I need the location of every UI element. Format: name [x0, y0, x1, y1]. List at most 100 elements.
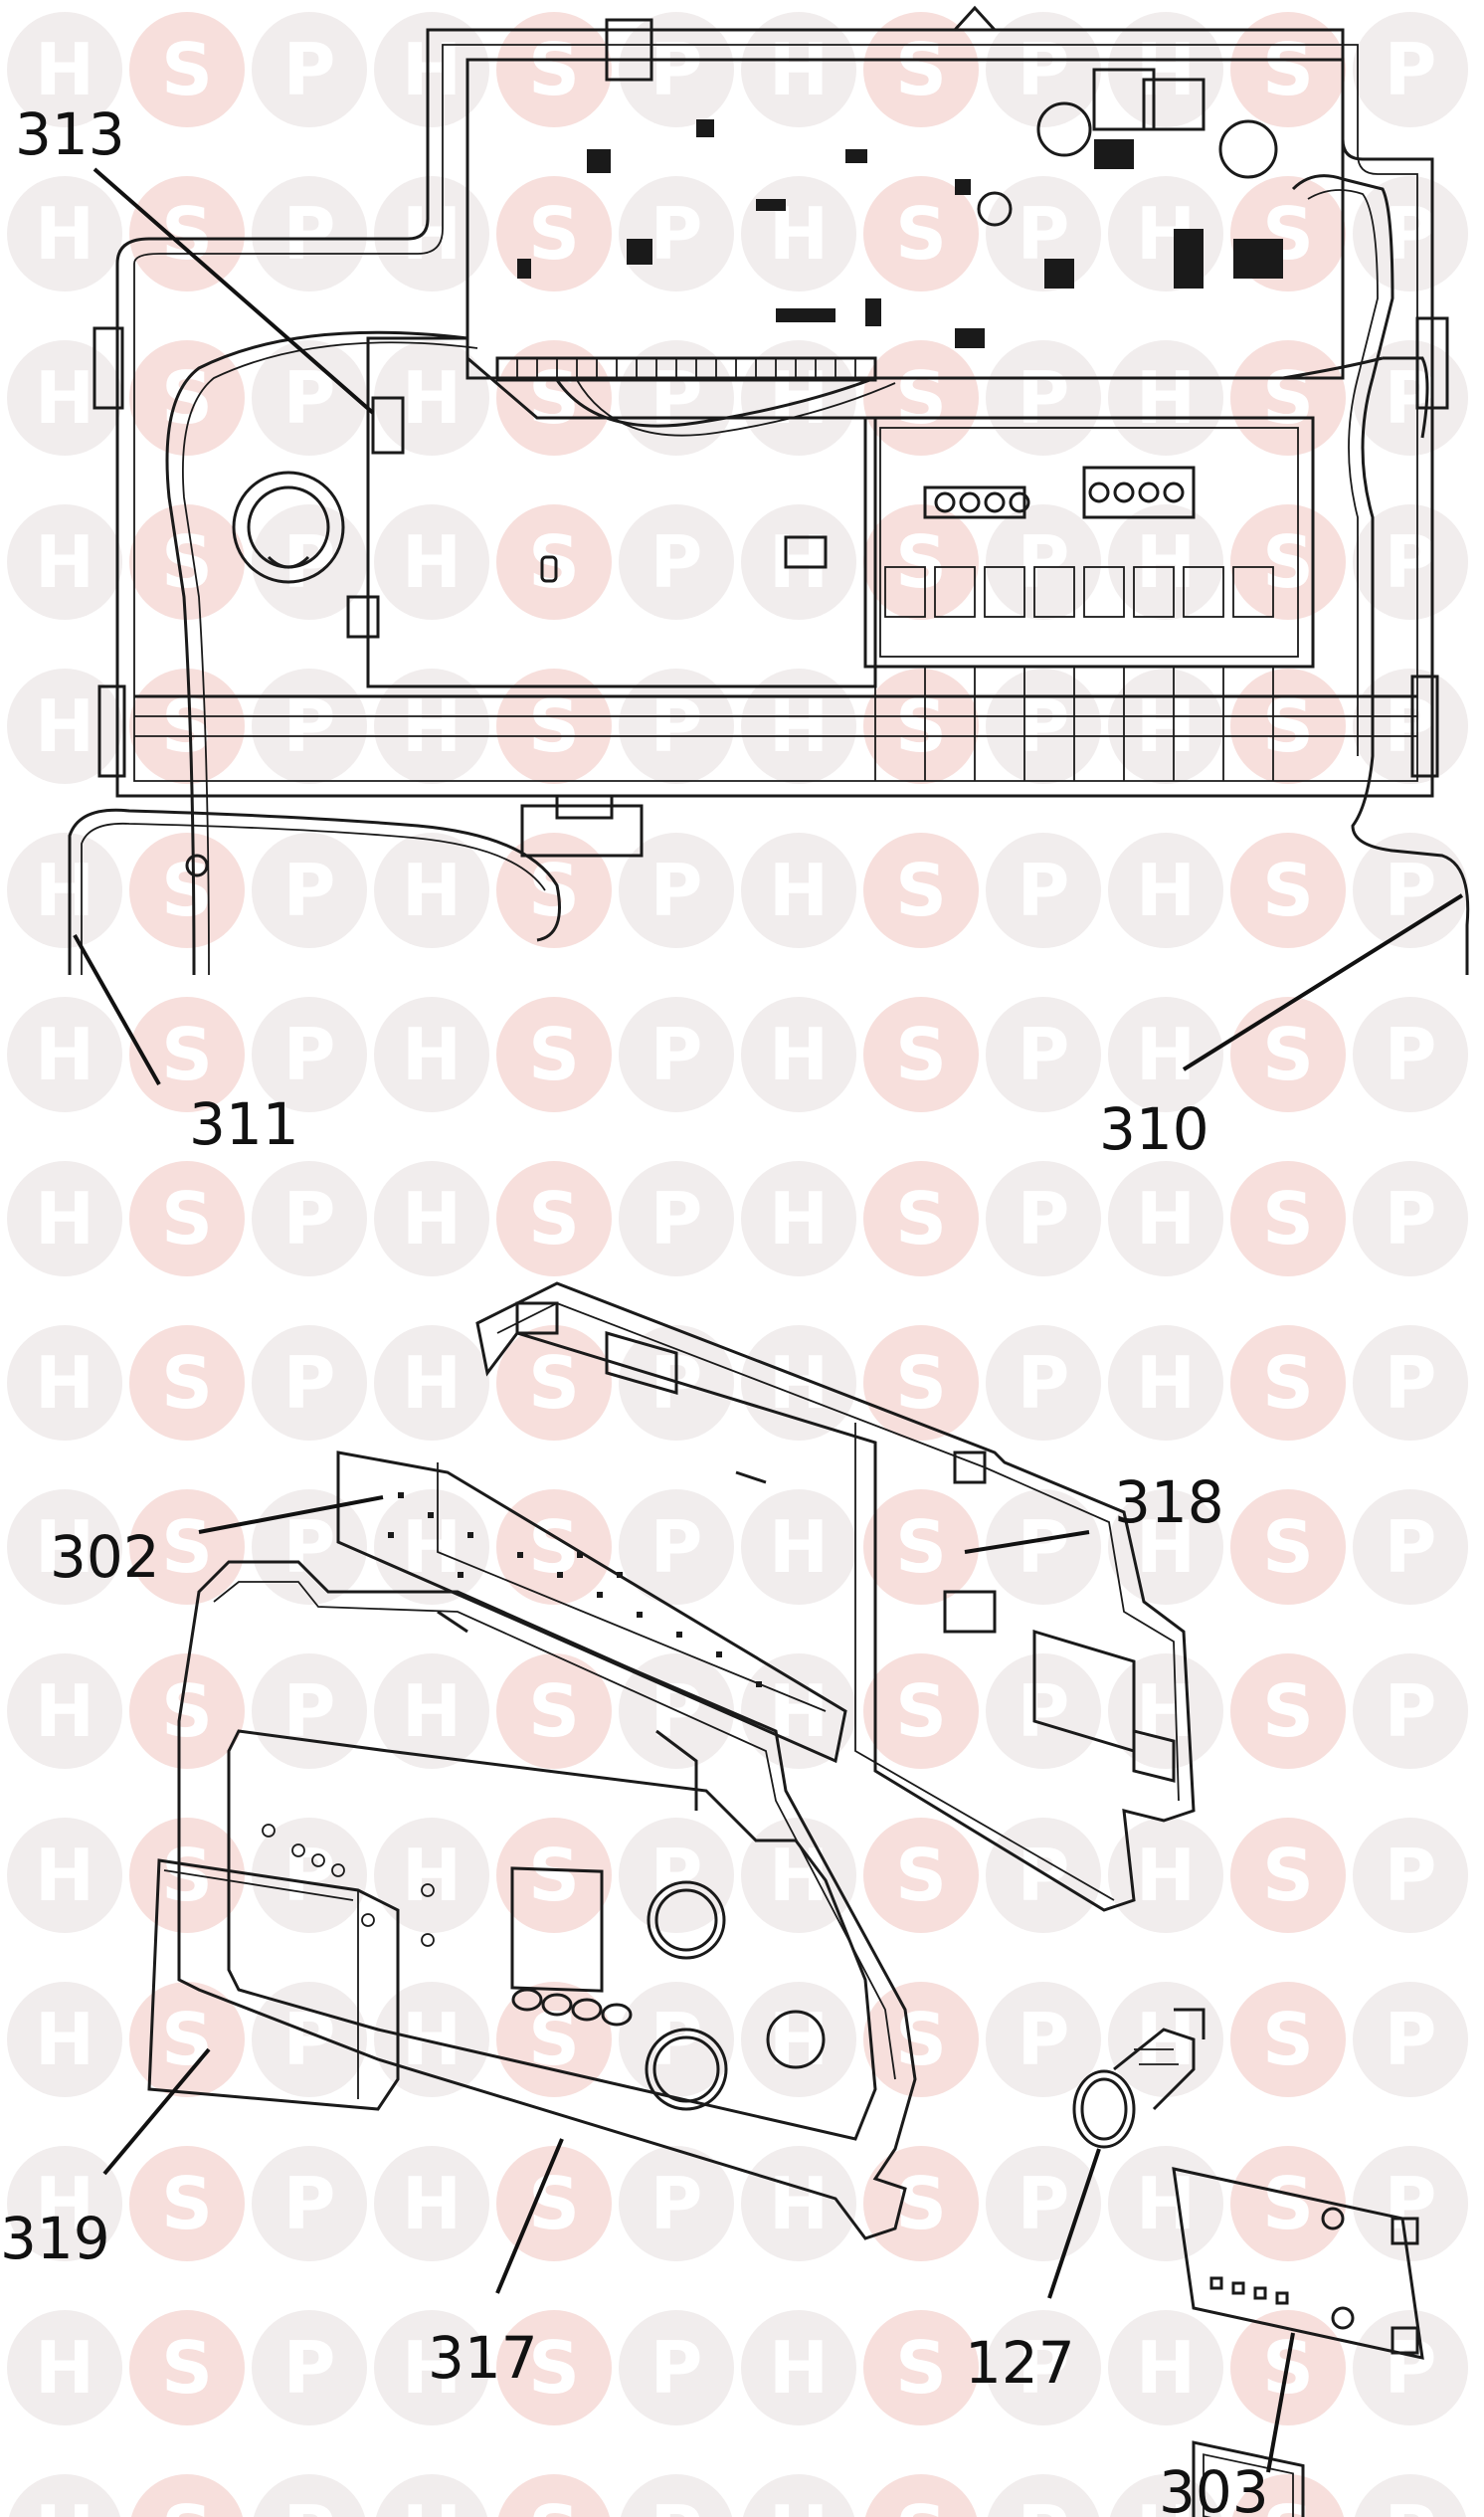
svg-text:P: P [650, 1013, 703, 1096]
svg-text:H: H [1136, 849, 1196, 932]
svg-text:H: H [769, 1505, 829, 1589]
svg-text:H: H [769, 1834, 829, 1917]
svg-text:P: P [283, 2162, 336, 2245]
svg-text:P: P [283, 1013, 336, 1096]
svg-text:S: S [895, 1177, 947, 1260]
watermark-disc: P [1353, 1982, 1468, 2097]
svg-text:P: P [1018, 2326, 1070, 2410]
watermark-disc: P [619, 1818, 734, 1933]
svg-text:P: P [283, 1834, 336, 1917]
svg-text:P: P [1018, 684, 1070, 768]
svg-text:P: P [650, 1177, 703, 1260]
svg-text:H: H [769, 356, 829, 440]
svg-text:S: S [528, 684, 580, 768]
watermark-disc: H [741, 997, 856, 1112]
watermark-disc: S [496, 1818, 612, 1933]
watermark-disc: H [741, 833, 856, 948]
watermark-disc: P [252, 2146, 367, 2261]
svg-text:H: H [402, 356, 462, 440]
svg-text:P: P [1018, 1998, 1070, 2081]
watermark-disc: P [252, 176, 367, 291]
svg-text:P: P [1385, 1013, 1437, 1096]
watermark-disc: P [986, 340, 1101, 456]
svg-text:H: H [1136, 520, 1196, 604]
watermark-disc: P [619, 176, 734, 291]
watermark-disc: P [986, 504, 1101, 620]
part-127-knob [1072, 2008, 1206, 2149]
svg-text:P: P [283, 1341, 336, 1425]
watermark-disc: H [375, 2474, 488, 2517]
svg-text:P: P [283, 684, 336, 768]
watermark-disc: S [496, 997, 612, 1112]
svg-text:S: S [528, 2490, 580, 2517]
watermark-disc: H [7, 1489, 122, 1605]
svg-text:P: P [1018, 1834, 1070, 1917]
svg-text:P: P [1018, 1341, 1070, 1425]
watermark-disc: H [374, 12, 489, 127]
svg-text:H: H [402, 28, 462, 111]
watermark-disc: S [863, 669, 979, 784]
svg-text:S: S [895, 1505, 947, 1589]
svg-text:S: S [1262, 1998, 1314, 2081]
svg-text:H: H [35, 1669, 94, 1753]
svg-text:H: H [35, 2162, 94, 2245]
svg-text:S: S [528, 192, 580, 276]
watermark-disc: P [1354, 2474, 1467, 2517]
svg-text:S: S [895, 1341, 947, 1425]
watermark-disc: P [1353, 176, 1468, 291]
svg-text:P: P [1385, 1998, 1437, 2081]
svg-text:H: H [1136, 2326, 1196, 2410]
watermark-disc: P [1353, 1489, 1468, 1605]
watermark-disc: S [129, 176, 245, 291]
svg-text:P: P [1018, 1013, 1070, 1096]
svg-text:S: S [161, 1834, 213, 1917]
watermark-disc: S [496, 1653, 612, 1769]
watermark-disc: H [741, 1982, 856, 2097]
watermark-disc: P [986, 12, 1101, 127]
svg-text:S: S [528, 1834, 580, 1917]
watermark-disc: H [1108, 176, 1223, 291]
watermark-disc: P [986, 1161, 1101, 1276]
watermark-disc: H [741, 2310, 856, 2425]
svg-text:H: H [769, 28, 829, 111]
svg-text:P: P [650, 192, 703, 276]
watermark-disc: P [252, 1325, 367, 1441]
watermark-disc: P [1353, 12, 1468, 127]
svg-text:S: S [895, 1669, 947, 1753]
watermark-disc: P [986, 833, 1101, 948]
svg-text:P: P [1385, 849, 1437, 932]
watermark-disc: S [130, 2474, 244, 2517]
watermark-disc: P [619, 504, 734, 620]
svg-text:S: S [895, 2162, 947, 2245]
callout-311: 311 [189, 1090, 299, 1158]
svg-text:H: H [402, 2326, 462, 2410]
watermark-disc: P [252, 1818, 367, 1933]
watermark-disc: H [1108, 669, 1223, 784]
cables-top [68, 174, 1470, 976]
watermark-disc: S [496, 2146, 612, 2261]
svg-text:S: S [1262, 520, 1314, 604]
svg-text:P: P [650, 28, 703, 111]
callout-319: 319 [0, 2205, 110, 2272]
watermark-disc: P [252, 669, 367, 784]
watermark-disc: S [129, 1653, 245, 1769]
svg-text:P: P [1385, 1341, 1437, 1425]
svg-text:P: P [1018, 520, 1070, 604]
svg-text:H: H [1136, 1998, 1196, 2081]
watermark-disc: S [1230, 833, 1346, 948]
svg-text:P: P [1385, 356, 1437, 440]
svg-text:H: H [35, 1341, 94, 1425]
watermark-disc: S [1230, 1653, 1346, 1769]
watermark-disc: H [374, 1818, 489, 1933]
svg-text:H: H [769, 1998, 829, 2081]
watermark-disc: H [7, 1982, 122, 2097]
callout-317: 317 [428, 2324, 538, 2392]
watermark-disc: S [1230, 12, 1346, 127]
watermark-disc: P [619, 12, 734, 127]
watermark-disc: H [374, 1161, 489, 1276]
svg-text:H: H [1136, 684, 1196, 768]
svg-text:H: H [402, 684, 462, 768]
callout-313: 313 [15, 100, 125, 168]
svg-text:H: H [769, 1341, 829, 1425]
svg-text:H: H [35, 356, 94, 440]
